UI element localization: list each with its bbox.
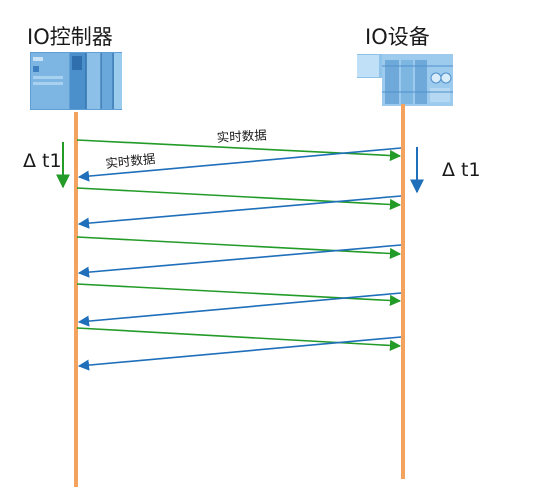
- controller-device-image: [30, 52, 122, 110]
- delta-right-label: Δ t1: [442, 159, 481, 181]
- device-title: IO设备: [365, 25, 430, 49]
- controller-title: IO控制器: [27, 25, 113, 49]
- realtime-data-label-out: 实时数据: [216, 127, 267, 145]
- response-arrow: [77, 292, 402, 327]
- response-arrow: [77, 195, 402, 229]
- response-arrow: [77, 147, 402, 182]
- realtime-data-label-in: 实时数据: [105, 151, 156, 171]
- response-arrow: [77, 244, 402, 278]
- delta-left-label: Δ t1: [23, 150, 62, 172]
- io-device-image: [357, 54, 453, 106]
- request-arrow: [76, 327, 402, 352]
- request-arrow: [76, 283, 402, 307]
- request-arrow: [76, 187, 402, 211]
- response-arrow: [77, 336, 402, 371]
- request-arrow: [76, 236, 402, 260]
